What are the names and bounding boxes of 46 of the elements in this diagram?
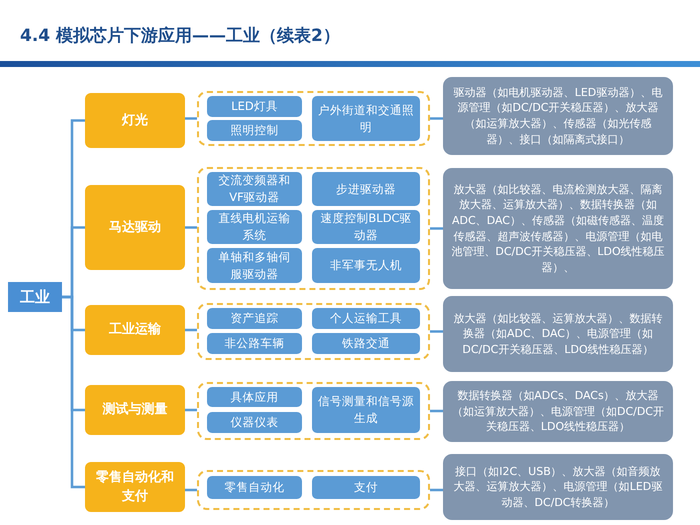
connector-line	[430, 227, 443, 230]
application-box: 支付	[312, 476, 420, 499]
connector-line	[430, 117, 443, 120]
application-box: 交流变频器和VF驱动器	[207, 172, 302, 206]
application-box: 照明控制	[207, 120, 302, 141]
product-box: 放大器（如比较器、运算放大器）、数据转换器（如ADC、DAC）、电源管理（如DC/DC开关稳压器、LDO线性稳压器）	[443, 296, 673, 372]
dashed-group-box	[197, 382, 430, 440]
product-box: 放大器（如比较器、电流检测放大器、隔离放大器、运算放大器）、数据转换器（如ADC、DAC）、传感器（如磁传感器、温度传感器、超声波传感器）、电源管理（如电池管理、DC/DC开关稳压器、LDO线性稳压器）、	[443, 168, 673, 289]
dashed-group-box	[197, 91, 430, 146]
category-box: 工业运输	[85, 305, 185, 355]
application-box: 非军事无人机	[312, 248, 420, 283]
application-box: 非公路车辆	[207, 333, 302, 354]
application-box: 速度控制BLDC驱动器	[312, 210, 420, 244]
dashed-group-box	[197, 470, 430, 510]
slide-title: 4.4 模拟芯片下游应用——工业（续表2）	[20, 25, 340, 47]
dashed-group-box	[197, 303, 430, 360]
category-box: 零售自动化和支付	[85, 462, 185, 512]
product-box: 驱动器（如电机驱动器、LED驱动器）、电源管理（如DC/DC开关稳压器）、放大器（如运算放大器）、传感器（如光传感器）、接口（如隔离式接口）	[443, 77, 673, 155]
dashed-group-box	[197, 167, 430, 290]
connector-line	[430, 330, 443, 333]
product-box: 接口（如I2C、USB）、放大器（如音频放大器、运算放大器）、电源管理（如LED驱动器、DC/DC转换器）	[443, 454, 673, 520]
connector-line	[185, 226, 197, 229]
application-box: 直线电机运输系统	[207, 210, 302, 244]
category-box: 测试与测量	[85, 385, 185, 435]
application-box: 步进驱动器	[312, 172, 420, 206]
root-box: 工业	[8, 282, 62, 312]
category-box: 灯光	[85, 93, 185, 148]
application-box: LED灯具	[207, 96, 302, 117]
application-box: 零售自动化	[207, 476, 302, 499]
application-box: 资产追踪	[207, 308, 302, 329]
connector-line	[185, 408, 197, 412]
connector-line	[185, 117, 197, 120]
application-box: 个人运输工具	[312, 308, 420, 329]
connector-line	[185, 488, 197, 492]
connector-line	[430, 488, 443, 492]
connector-line	[430, 410, 443, 412]
category-box: 马达驱动	[85, 185, 185, 270]
application-box: 户外街道和交通照明	[312, 96, 420, 141]
application-box: 单轴和多轴伺服驱动器	[207, 248, 302, 283]
application-box: 仪器仪表	[207, 412, 302, 433]
connector-line	[185, 328, 197, 332]
product-box: 数据转换器（如ADCs、DACs）、放大器（如运算放大器）、电源管理（如DC/DC开关稳压器、LDO线性稳压器）	[443, 381, 673, 442]
application-box: 信号测量和信号源生成	[312, 387, 420, 433]
application-box: 具体应用	[207, 387, 302, 407]
application-box: 铁路交通	[312, 333, 420, 354]
connector-line	[62, 296, 85, 488]
